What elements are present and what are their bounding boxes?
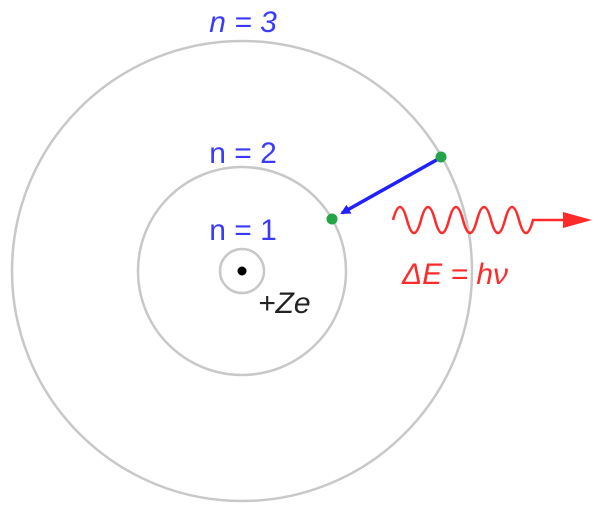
transition-arrow: [340, 156, 441, 215]
level-label-n3: n = 3: [209, 6, 277, 39]
orbit-n2: [136, 165, 348, 377]
level-label-n1: n = 1: [209, 214, 277, 247]
orbit-n1: [218, 247, 266, 295]
level-label-n2: n = 2: [209, 137, 277, 170]
electron-initial: [435, 151, 447, 163]
orbit-n3: [10, 39, 474, 503]
nucleus-charge-label: +Ze: [258, 287, 311, 320]
photon-wave: [391, 205, 566, 235]
energy-label: ΔE = hν: [401, 258, 508, 291]
electron-final: [326, 213, 338, 225]
photon-arrowhead: [563, 212, 592, 228]
nucleus: [237, 266, 247, 276]
